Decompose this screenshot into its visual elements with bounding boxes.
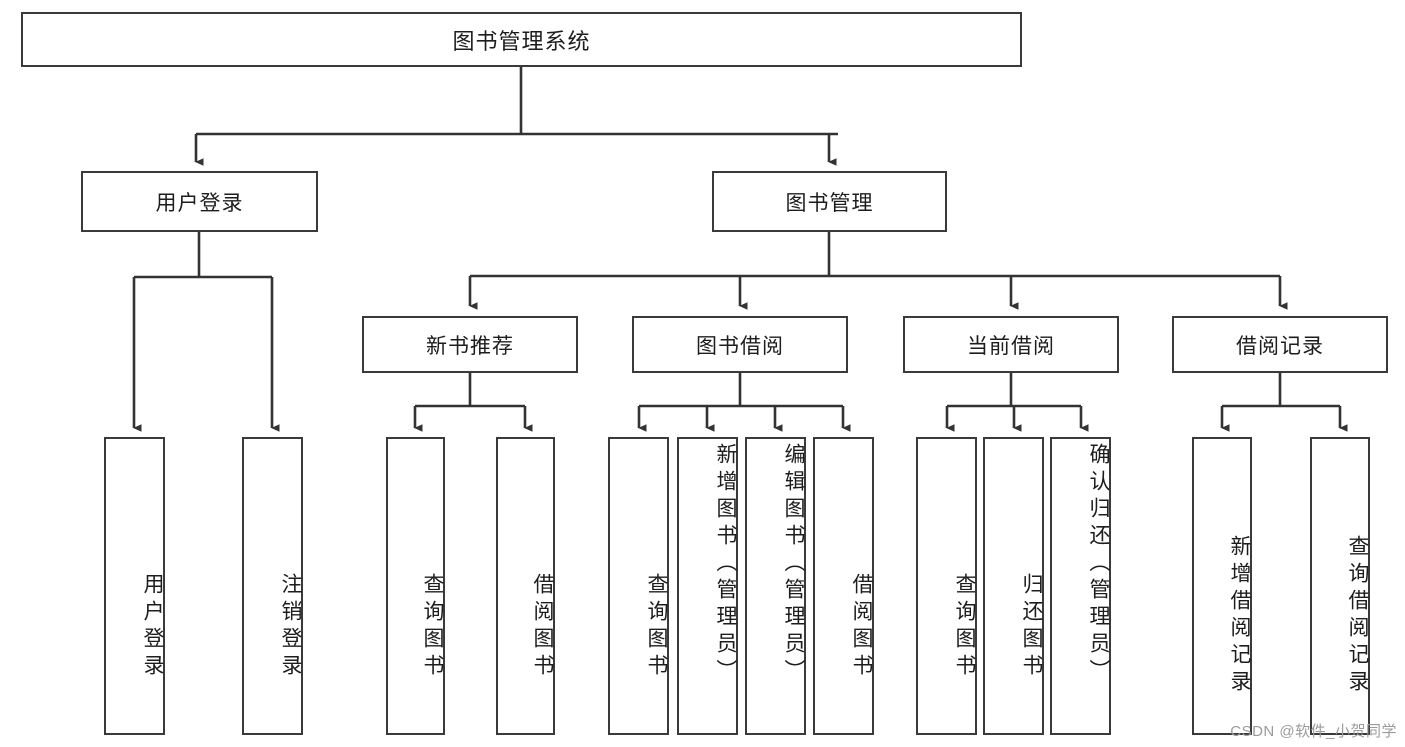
node-root-system[interactable]: 图书管理系统 — [21, 12, 1022, 67]
node-label: 确认归还（管理员） — [1087, 443, 1110, 686]
leaf-logout[interactable]: 注销登录 — [242, 437, 303, 735]
node-label: 查询图书 — [953, 573, 976, 681]
node-label: 图书借阅 — [696, 334, 784, 358]
node-label: 编辑图书（管理员） — [782, 443, 805, 686]
node-user-login[interactable]: 用户登录 — [81, 171, 318, 232]
node-new-book-recommend[interactable]: 新书推荐 — [362, 316, 578, 373]
node-label: 归还图书 — [1020, 573, 1043, 681]
leaf-user-login[interactable]: 用户登录 — [104, 437, 165, 735]
leaf-query-book-current[interactable]: 查询图书 — [916, 437, 977, 735]
leaf-borrow-book-recommend[interactable]: 借阅图书 — [496, 437, 555, 735]
node-book-manage[interactable]: 图书管理 — [712, 171, 947, 232]
leaf-query-book-borrow[interactable]: 查询图书 — [608, 437, 669, 735]
node-label: 查询图书 — [421, 573, 444, 681]
node-label: 用户登录 — [155, 191, 244, 215]
leaf-borrow-book[interactable]: 借阅图书 — [813, 437, 874, 735]
node-label: 借阅记录 — [1236, 334, 1324, 358]
node-label: 借阅图书 — [531, 573, 554, 681]
leaf-query-borrow-record[interactable]: 查询借阅记录 — [1310, 437, 1370, 735]
node-label: 用户登录 — [141, 573, 164, 681]
node-label: 注销登录 — [279, 573, 302, 681]
node-book-borrow[interactable]: 图书借阅 — [632, 316, 848, 373]
leaf-add-borrow-record[interactable]: 新增借阅记录 — [1192, 437, 1252, 735]
node-current-borrow[interactable]: 当前借阅 — [903, 316, 1119, 373]
node-borrow-record[interactable]: 借阅记录 — [1172, 316, 1388, 373]
leaf-edit-book[interactable]: 编辑图书（管理员） — [745, 437, 806, 735]
leaf-return-book[interactable]: 归还图书 — [983, 437, 1044, 735]
leaf-query-book-recommend[interactable]: 查询图书 — [386, 437, 445, 735]
node-label: 查询图书 — [645, 573, 668, 681]
node-label: 图书管理 — [785, 191, 874, 215]
watermark-text: CSDN @软件_小贺同学 — [1230, 723, 1397, 740]
leaf-confirm-return[interactable]: 确认归还（管理员） — [1050, 437, 1111, 735]
node-label: 图书管理系统 — [452, 28, 591, 54]
node-label: 借阅图书 — [850, 573, 873, 681]
node-label: 新增图书（管理员） — [714, 443, 737, 686]
node-label: 新书推荐 — [426, 334, 514, 358]
node-label: 新增借阅记录 — [1228, 535, 1251, 697]
node-label: 查询借阅记录 — [1346, 535, 1369, 697]
leaf-add-book[interactable]: 新增图书（管理员） — [677, 437, 738, 735]
node-label: 当前借阅 — [967, 334, 1055, 358]
